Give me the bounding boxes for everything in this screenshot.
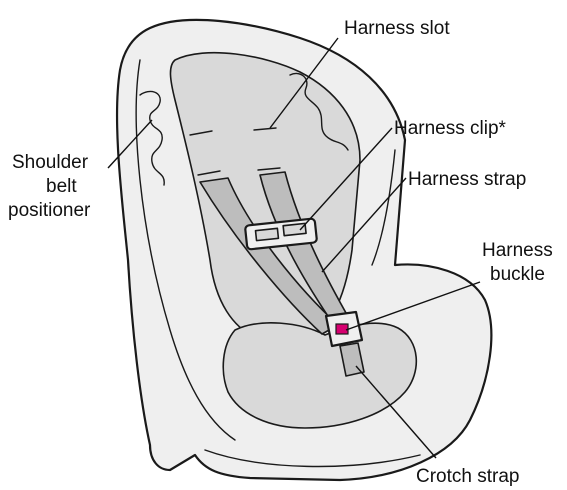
label-harness-clip: Harness clip* xyxy=(394,118,507,139)
label-shoulder-belt-line1: Shoulder xyxy=(12,152,89,173)
harness-clip-slot-right xyxy=(283,223,306,235)
harness-clip-slot-left xyxy=(256,228,279,240)
label-shoulder-belt-line3: positioner xyxy=(8,200,91,221)
label-harness-buckle-line1: Harness xyxy=(482,240,553,261)
label-shoulder-belt-line2: belt xyxy=(46,176,77,197)
label-harness-strap: Harness strap xyxy=(408,169,526,190)
car-seat-illustration xyxy=(117,20,491,480)
label-crotch-strap: Crotch strap xyxy=(416,466,519,487)
label-harness-buckle-line2: buckle xyxy=(490,264,545,285)
label-harness-slot: Harness slot xyxy=(344,18,450,39)
buckle-release-button xyxy=(336,324,348,334)
